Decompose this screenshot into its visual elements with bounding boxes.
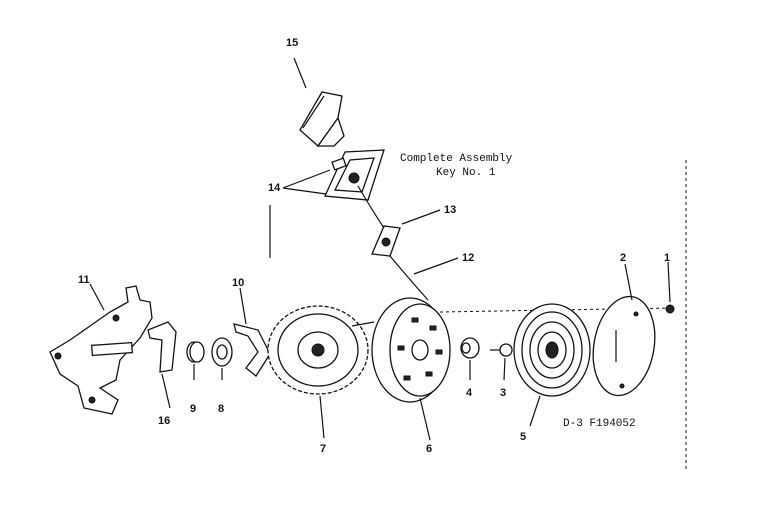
- part-15-handle-grip: [299, 91, 345, 147]
- label-part-16: 16: [158, 415, 170, 427]
- label-part-9: 9: [190, 403, 196, 415]
- part-4-bushing: [460, 337, 480, 359]
- drawing-code: D-3 F194052: [563, 418, 636, 430]
- part-1-rivet: [665, 304, 675, 314]
- part-10-brake-spring: [233, 323, 271, 377]
- part-5-recoil-spring: [513, 303, 591, 397]
- part-labels: 15 14 13 12 11 10 2 1 9 8 16 7 6 4 3 5: [78, 37, 670, 455]
- label-part-8: 8: [218, 403, 224, 415]
- label-part-2: 2: [620, 252, 626, 264]
- label-part-14: 14: [268, 182, 281, 194]
- assembly-title: Complete Assembly: [400, 153, 513, 165]
- leader-lines: [89, 57, 671, 441]
- label-part-6: 6: [426, 443, 432, 455]
- label-part-15: 15: [286, 37, 298, 49]
- label-part-5: 5: [520, 431, 526, 443]
- part-2-cover: [592, 295, 656, 397]
- label-part-11: 11: [78, 274, 90, 286]
- part-11-mounting-bracket: [49, 285, 153, 415]
- part-13-cord-retainer: [371, 225, 401, 257]
- part-6-pulley: [351, 297, 451, 403]
- label-part-1: 1: [664, 252, 670, 264]
- assembly-key-note: Key No. 1: [436, 167, 496, 179]
- label-part-3: 3: [500, 387, 506, 399]
- label-part-13: 13: [444, 204, 456, 216]
- part-12-starter-rope: [357, 185, 429, 301]
- label-part-10: 10: [232, 277, 244, 289]
- part-9-spring: [186, 341, 205, 363]
- label-part-7: 7: [320, 443, 326, 455]
- part-8-washer: [211, 337, 233, 367]
- label-part-4: 4: [466, 387, 473, 399]
- part-14-handle-insert: [324, 149, 385, 201]
- part-3-screw: [490, 343, 513, 357]
- part-7-sprocket-gear: [267, 305, 369, 395]
- part-16-pawl: [147, 321, 177, 373]
- label-part-12: 12: [462, 252, 474, 264]
